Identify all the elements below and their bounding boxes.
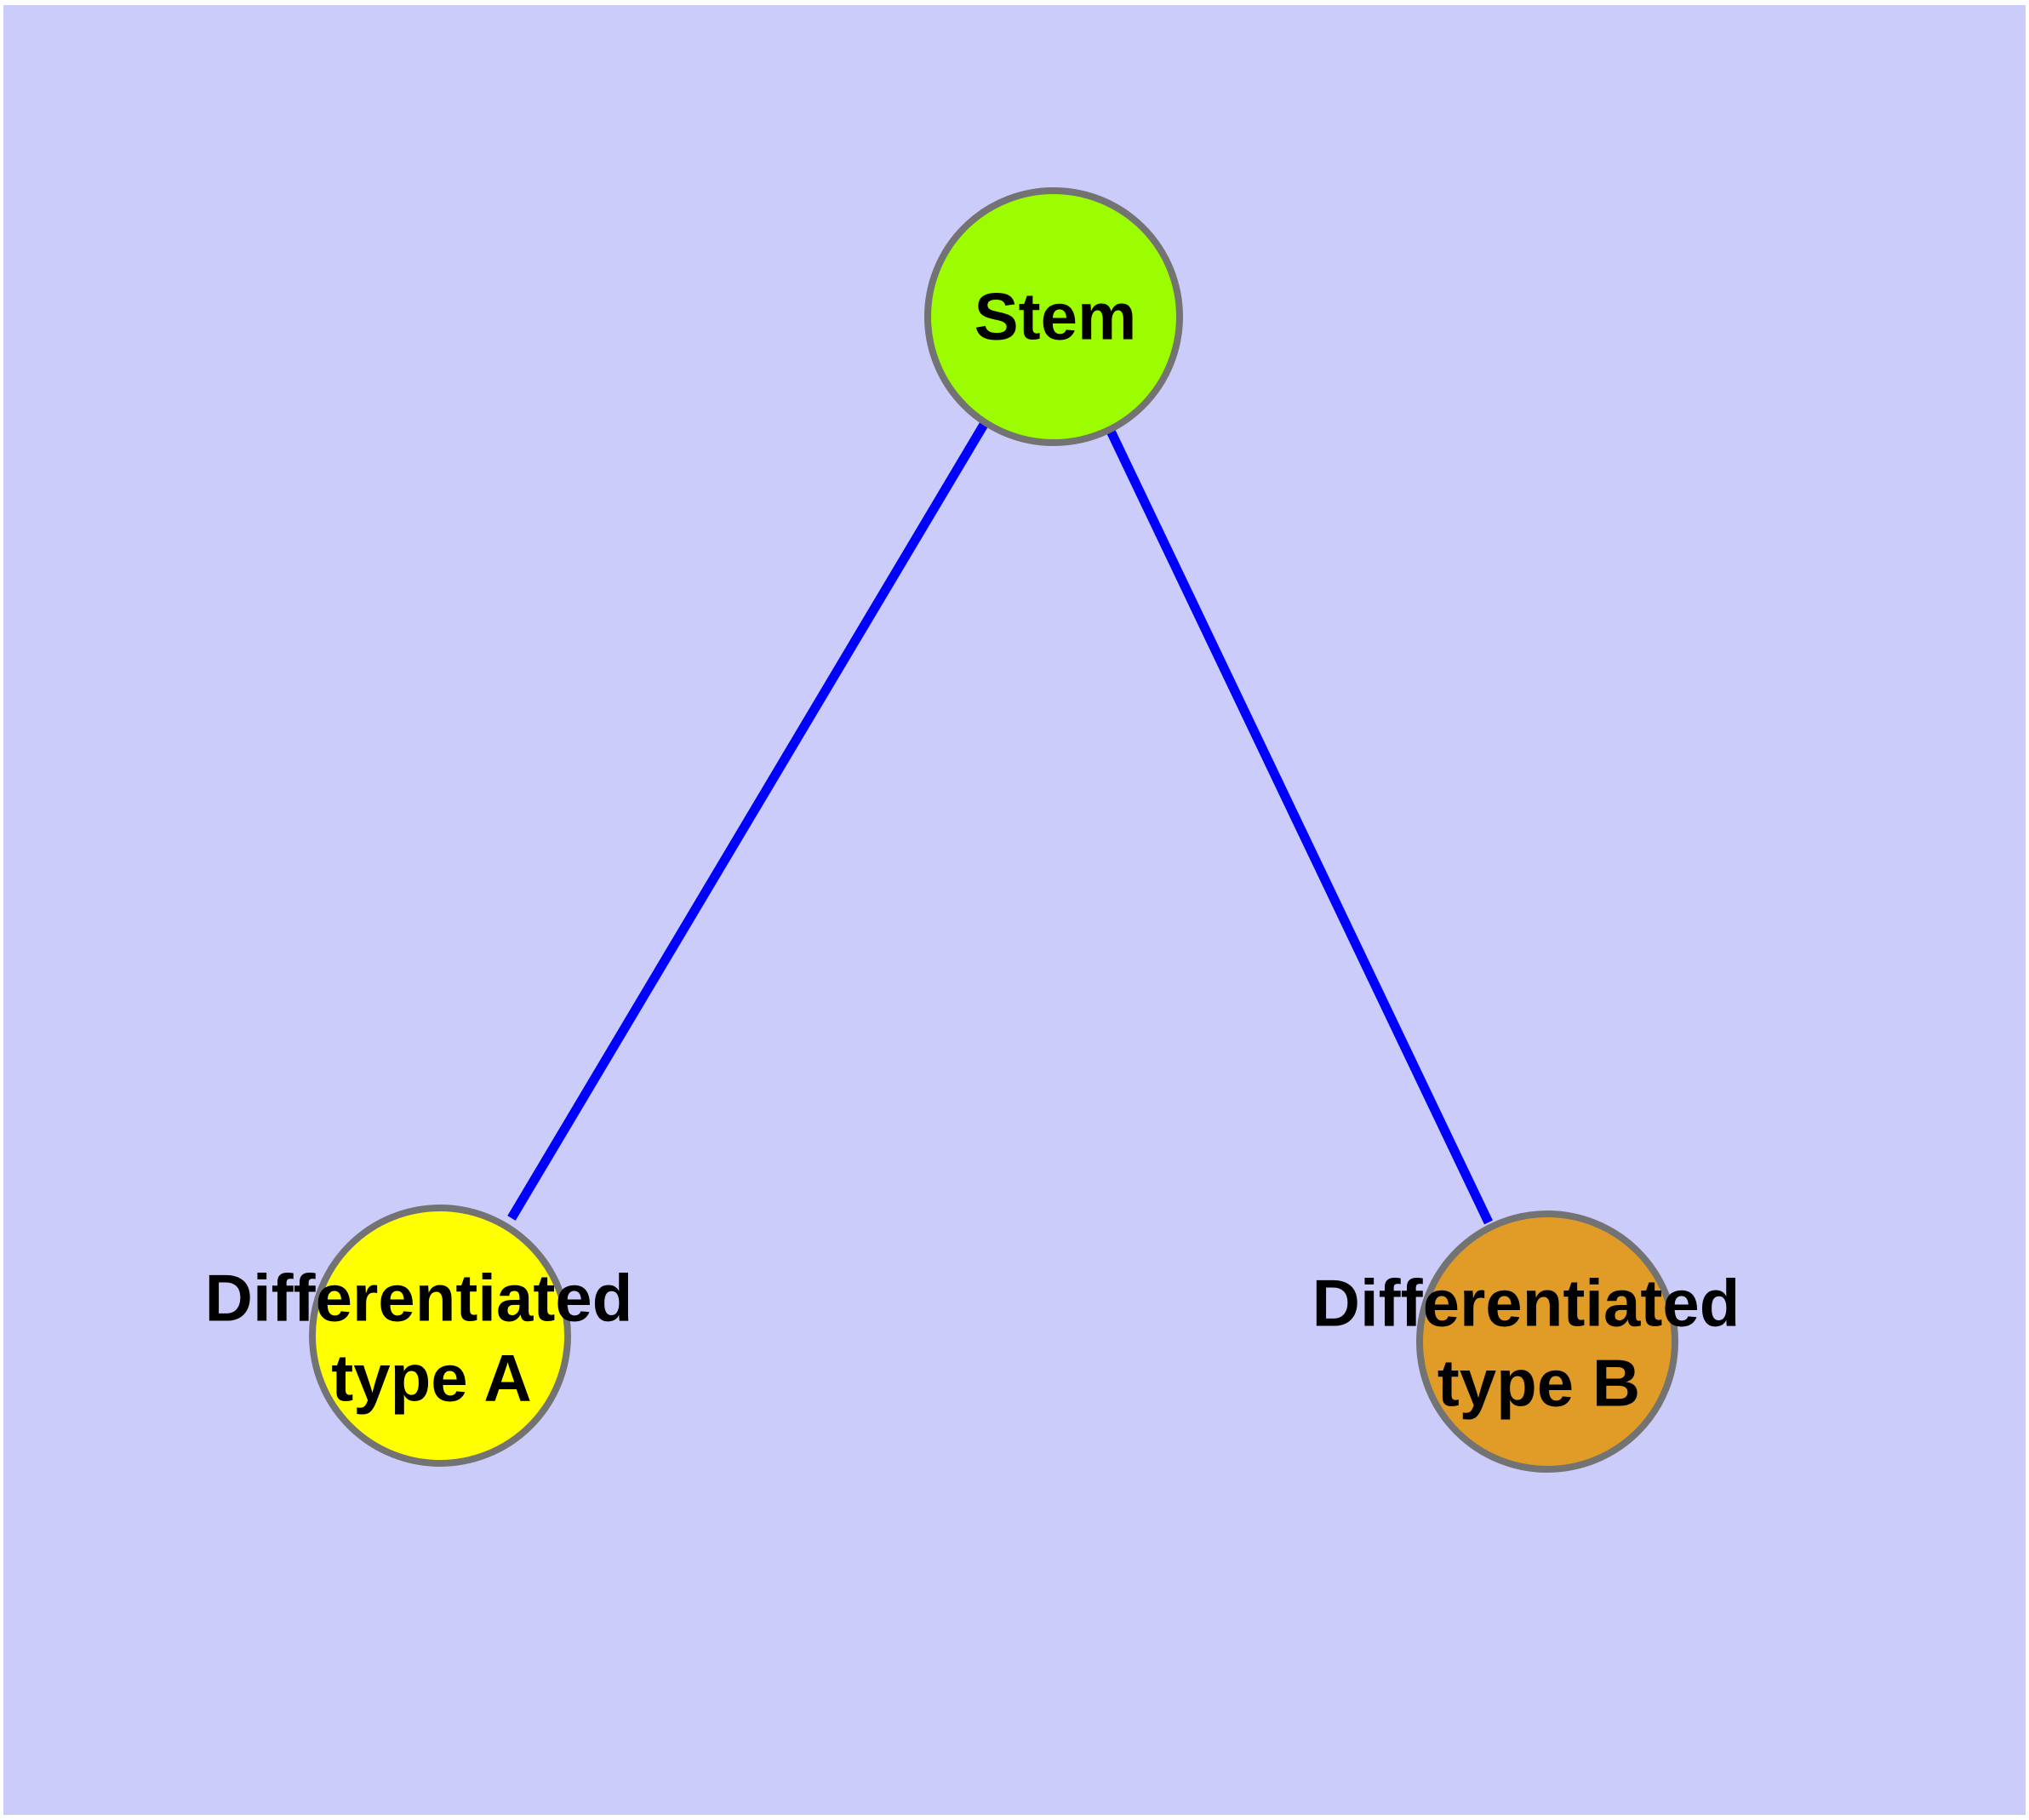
node-layer: Stem: [309, 187, 1678, 1473]
node-differentiated-type-a-label-line2: type A: [331, 1341, 532, 1416]
node-differentiated-type-a-label-line1: Differentiated: [205, 1261, 633, 1336]
node-differentiated-type-b[interactable]: [1416, 1210, 1678, 1473]
node-differentiated-type-b-label-line2: type B: [1437, 1346, 1640, 1421]
edge-stem-to-differentiated-type-a[interactable]: [507, 421, 989, 1221]
node-stem[interactable]: Stem: [924, 187, 1183, 446]
edge-layer: [507, 421, 1493, 1225]
node-label-layer: Differentiated type A Differentiated typ…: [205, 1261, 1740, 1421]
node-differentiated-type-b-circle[interactable]: [1416, 1210, 1678, 1473]
node-stem-circle[interactable]: [924, 187, 1183, 446]
node-differentiated-type-b-label-line1: Differentiated: [1312, 1266, 1740, 1341]
node-differentiated-type-a-circle[interactable]: [309, 1205, 571, 1467]
edge-stem-to-differentiated-type-b[interactable]: [1104, 423, 1493, 1225]
node-stem-label: Stem: [974, 279, 1137, 354]
node-differentiated-type-a[interactable]: [309, 1205, 571, 1467]
